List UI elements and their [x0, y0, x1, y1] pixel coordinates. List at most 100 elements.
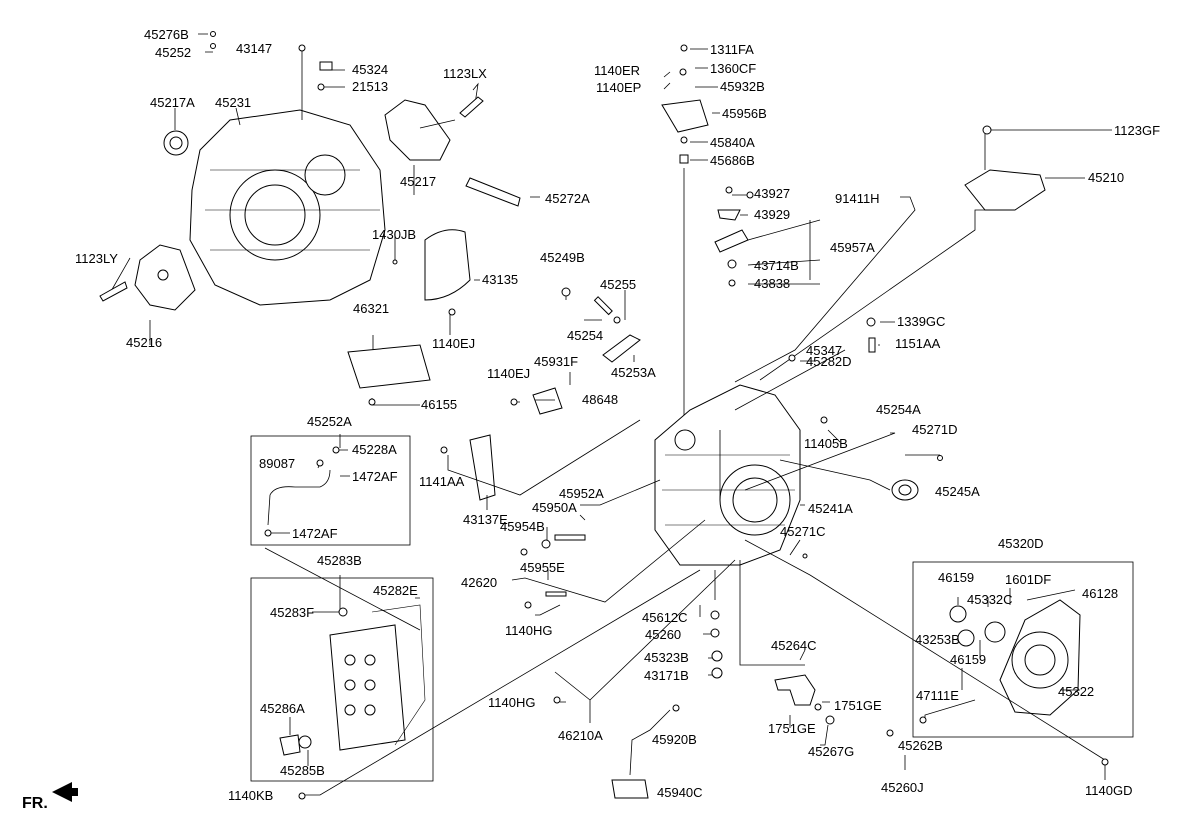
part-label[interactable]: 1141AA: [419, 474, 465, 489]
part-label[interactable]: 1140HG: [488, 695, 535, 710]
part-label[interactable]: 45210: [1088, 170, 1124, 185]
part-label[interactable]: 47111E: [916, 688, 959, 703]
part-label[interactable]: 45254A: [876, 402, 921, 417]
part-label[interactable]: 1140EJ: [432, 336, 475, 351]
part-label[interactable]: 1140EJ: [487, 366, 530, 381]
part-label[interactable]: 45332C: [967, 592, 1013, 607]
part-label[interactable]: 45952A: [559, 486, 604, 501]
part-label[interactable]: 45253A: [611, 365, 656, 380]
part-label[interactable]: 43147: [236, 41, 272, 56]
part-label[interactable]: 1123LX: [443, 66, 487, 81]
part-label[interactable]: 46155: [421, 397, 457, 412]
part-label[interactable]: 45840A: [710, 135, 755, 150]
part-label[interactable]: 45931F: [534, 354, 578, 369]
part-label[interactable]: 1311FA: [710, 42, 754, 57]
part-label[interactable]: 43714B: [754, 258, 799, 273]
part-label[interactable]: 1751GE: [768, 721, 816, 736]
part-label[interactable]: 43171B: [644, 668, 689, 683]
part-label[interactable]: 45272A: [545, 191, 590, 206]
part-label[interactable]: 1123LY: [75, 251, 118, 266]
part-label[interactable]: 45262B: [898, 738, 943, 753]
part-label[interactable]: 45283B: [317, 553, 362, 568]
part-label[interactable]: 45285B: [280, 763, 325, 778]
part-label[interactable]: 45282E: [373, 583, 418, 598]
part-label[interactable]: 45954B: [500, 519, 545, 534]
bracket-45216: [134, 244, 196, 311]
part-label[interactable]: 21513: [352, 79, 388, 94]
part-label[interactable]: 45249B: [540, 250, 585, 265]
part-label[interactable]: 1140KB: [228, 788, 273, 803]
shield-43135: [424, 229, 471, 301]
box-45252a: [250, 435, 411, 546]
part-label[interactable]: 45324: [352, 62, 388, 77]
part-label[interactable]: 1472AF: [292, 526, 338, 541]
part-label[interactable]: 1339GC: [897, 314, 945, 329]
part-label[interactable]: 45228A: [352, 442, 397, 457]
transmission-case-center: [654, 384, 801, 566]
part-label[interactable]: 45347: [806, 343, 842, 358]
part-label[interactable]: 45252: [155, 45, 191, 60]
part-label[interactable]: 45216: [126, 335, 162, 350]
fasteners: [99, 31, 1109, 800]
part-label[interactable]: 1151AA: [895, 336, 941, 351]
part-label[interactable]: 45271D: [912, 422, 958, 437]
part-label[interactable]: 45932B: [720, 79, 765, 94]
part-label[interactable]: 45217: [400, 174, 436, 189]
part-label[interactable]: 46159: [938, 570, 974, 585]
part-label[interactable]: 45267G: [808, 744, 854, 759]
part-label[interactable]: 1472AF: [352, 469, 398, 484]
part-label[interactable]: 89087: [259, 456, 295, 471]
part-label[interactable]: 45217A: [150, 95, 195, 110]
part-label[interactable]: 45957A: [830, 240, 875, 255]
leader-lines: [109, 33, 1112, 796]
part-label[interactable]: 45260J: [881, 780, 924, 795]
part-label[interactable]: 43929: [754, 207, 790, 222]
part-label[interactable]: 45271C: [780, 524, 826, 539]
part-label[interactable]: 1360CF: [710, 61, 756, 76]
part-label[interactable]: 45283F: [270, 605, 314, 620]
part-label[interactable]: 46321: [353, 301, 389, 316]
part-label[interactable]: 43838: [754, 276, 790, 291]
part-label[interactable]: 45956B: [722, 106, 767, 121]
part-label[interactable]: 45231: [215, 95, 251, 110]
part-label[interactable]: 43135: [482, 272, 518, 287]
part-label[interactable]: 45323B: [644, 650, 689, 665]
part-label[interactable]: 1140EP: [596, 80, 641, 95]
part-label[interactable]: 45286A: [260, 701, 305, 716]
part-label[interactable]: 45241A: [808, 501, 853, 516]
part-label[interactable]: 45254: [567, 328, 603, 343]
part-label[interactable]: 45322: [1058, 684, 1094, 699]
part-label[interactable]: 45255: [600, 277, 636, 292]
part-label[interactable]: 45950A: [532, 500, 577, 515]
part-label[interactable]: 11405B: [804, 436, 848, 451]
part-label[interactable]: 1751GE: [834, 698, 882, 713]
part-label[interactable]: 45940C: [657, 785, 703, 800]
part-label[interactable]: 45320D: [998, 536, 1044, 551]
part-label[interactable]: 1123GF: [1114, 123, 1160, 138]
part-label[interactable]: 45686B: [710, 153, 755, 168]
part-label[interactable]: 45252A: [307, 414, 352, 429]
part-label[interactable]: 1601DF: [1005, 572, 1051, 587]
part-label[interactable]: 1430JB: [372, 227, 416, 242]
part-label[interactable]: 45260: [645, 627, 681, 642]
part-label[interactable]: 45282D: [806, 354, 852, 369]
bracket-45217: [384, 99, 451, 161]
part-label[interactable]: 43253B: [915, 632, 960, 647]
part-label[interactable]: 48648: [582, 392, 618, 407]
part-label[interactable]: 46210A: [558, 728, 603, 743]
part-label[interactable]: 46128: [1082, 586, 1118, 601]
part-label[interactable]: 45276B: [144, 27, 189, 42]
part-label[interactable]: 45955E: [520, 560, 565, 575]
part-label[interactable]: 45920B: [652, 732, 697, 747]
part-label[interactable]: 43927: [754, 186, 790, 201]
part-label[interactable]: 45612C: [642, 610, 688, 625]
part-label[interactable]: 1140GD: [1085, 783, 1132, 798]
part-label[interactable]: 45245A: [935, 484, 980, 499]
part-label[interactable]: 1140HG: [505, 623, 552, 638]
part-label[interactable]: 46159: [950, 652, 986, 667]
part-label[interactable]: 45264C: [771, 638, 817, 653]
part-label[interactable]: 1140ER: [594, 63, 640, 78]
part-label[interactable]: 91411H: [835, 191, 880, 206]
part-label[interactable]: 42620: [461, 575, 497, 590]
part-label[interactable]: 43137E: [463, 512, 508, 527]
